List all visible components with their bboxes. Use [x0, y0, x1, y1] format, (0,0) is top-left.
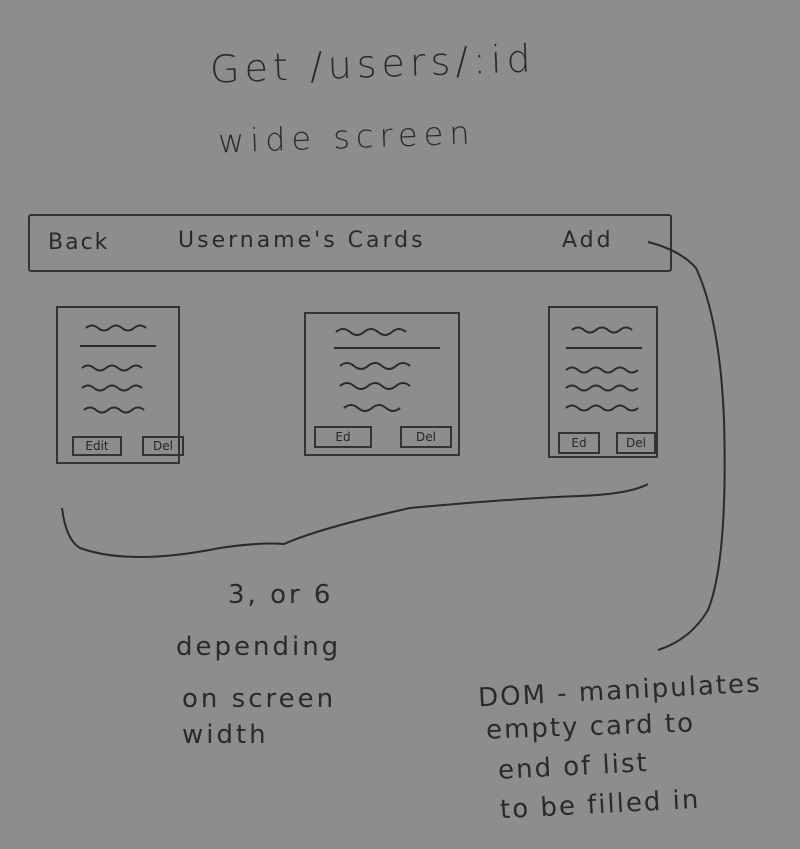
delete-button[interactable]: Del [616, 432, 656, 454]
edit-button[interactable]: Ed [314, 426, 372, 448]
back-link[interactable]: Back [48, 230, 110, 255]
brace-stroke [61, 483, 649, 558]
edit-button[interactable]: Edit [72, 436, 122, 456]
annotation-text: on screen [182, 684, 337, 714]
annotation-text: 3, or 6 [228, 580, 334, 610]
delete-button[interactable]: Del [142, 436, 184, 456]
add-card-link[interactable]: Add [562, 228, 614, 253]
user-card: Ed Del [548, 306, 658, 458]
user-card: Ed Del [304, 312, 460, 456]
connector-stroke [647, 241, 726, 651]
edit-button[interactable]: Ed [558, 432, 600, 454]
header-bar: Back Username's Cards Add [28, 214, 672, 272]
card-content-placeholder [80, 324, 156, 414]
card-content-placeholder [334, 328, 440, 412]
annotation-text: depending [176, 632, 342, 662]
user-card: Edit Del [56, 306, 184, 464]
delete-button[interactable]: Del [400, 426, 452, 448]
annotation-text: width [182, 720, 269, 750]
card-content-placeholder [565, 326, 642, 412]
page-title: Username's Cards [178, 228, 426, 253]
